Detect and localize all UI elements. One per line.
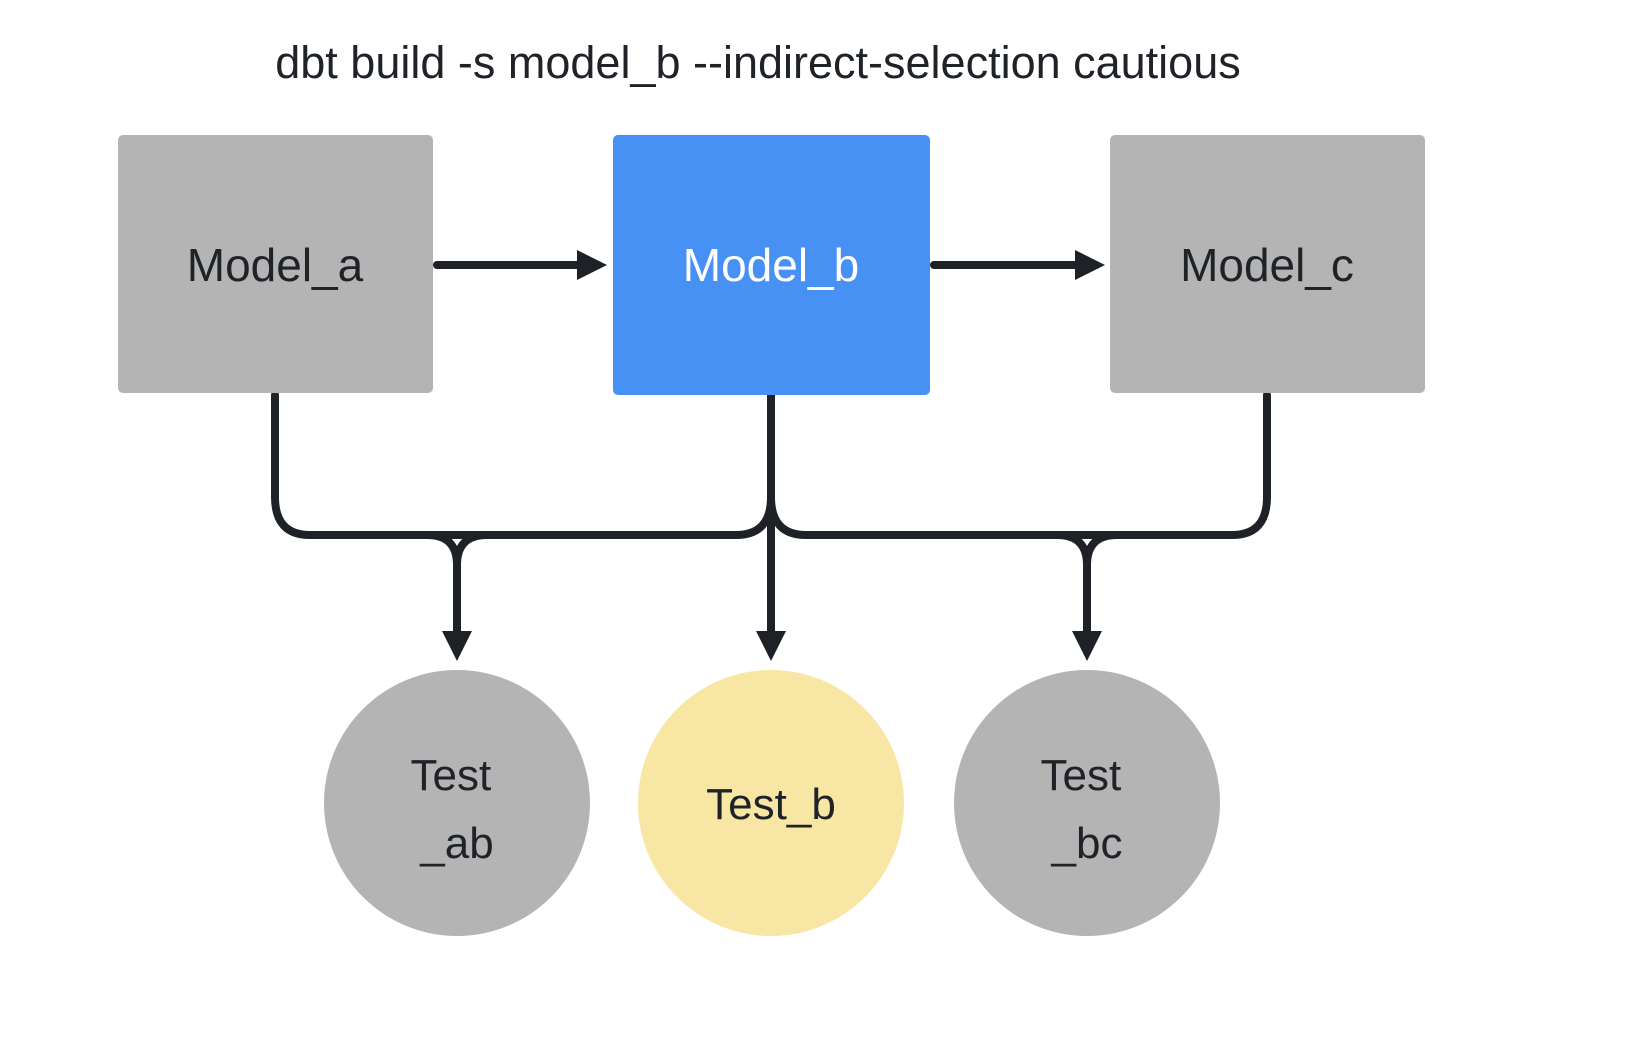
test-ab-node: Test _ab [324,670,590,936]
test-ab-label: Test _ab [411,751,504,868]
test-bc-node: Test _bc [954,670,1220,936]
model-a-box [118,135,433,393]
edge-bus-left [271,391,775,539]
model-b-label: Model_b [683,239,859,291]
test-ab-label-line2: _ab [419,819,493,868]
test-ab-circle [324,670,590,936]
model-c-node: Model_c [1110,135,1425,393]
test-bc-label-line2: _bc [1051,819,1123,868]
edge-bus-right [767,391,1271,539]
diagram-title: dbt build -s model_b --indirect-selectio… [275,37,1240,88]
model-a-node: Model_a [118,135,433,393]
model-c-label: Model_c [1180,239,1354,291]
model-a-label: Model_a [187,239,364,291]
test-bc-circle [954,670,1220,936]
test-bc-label-line1: Test [1041,751,1122,800]
model-b-box [613,135,930,395]
test-ab-label-line1: Test [411,751,492,800]
test-b-node: Test_b [638,670,904,936]
test-bc-label: Test _bc [1041,751,1134,868]
model-b-node: Model_b [613,135,930,395]
test-b-label: Test_b [706,780,836,829]
model-c-box [1110,135,1425,393]
test-b-circle [638,670,904,936]
